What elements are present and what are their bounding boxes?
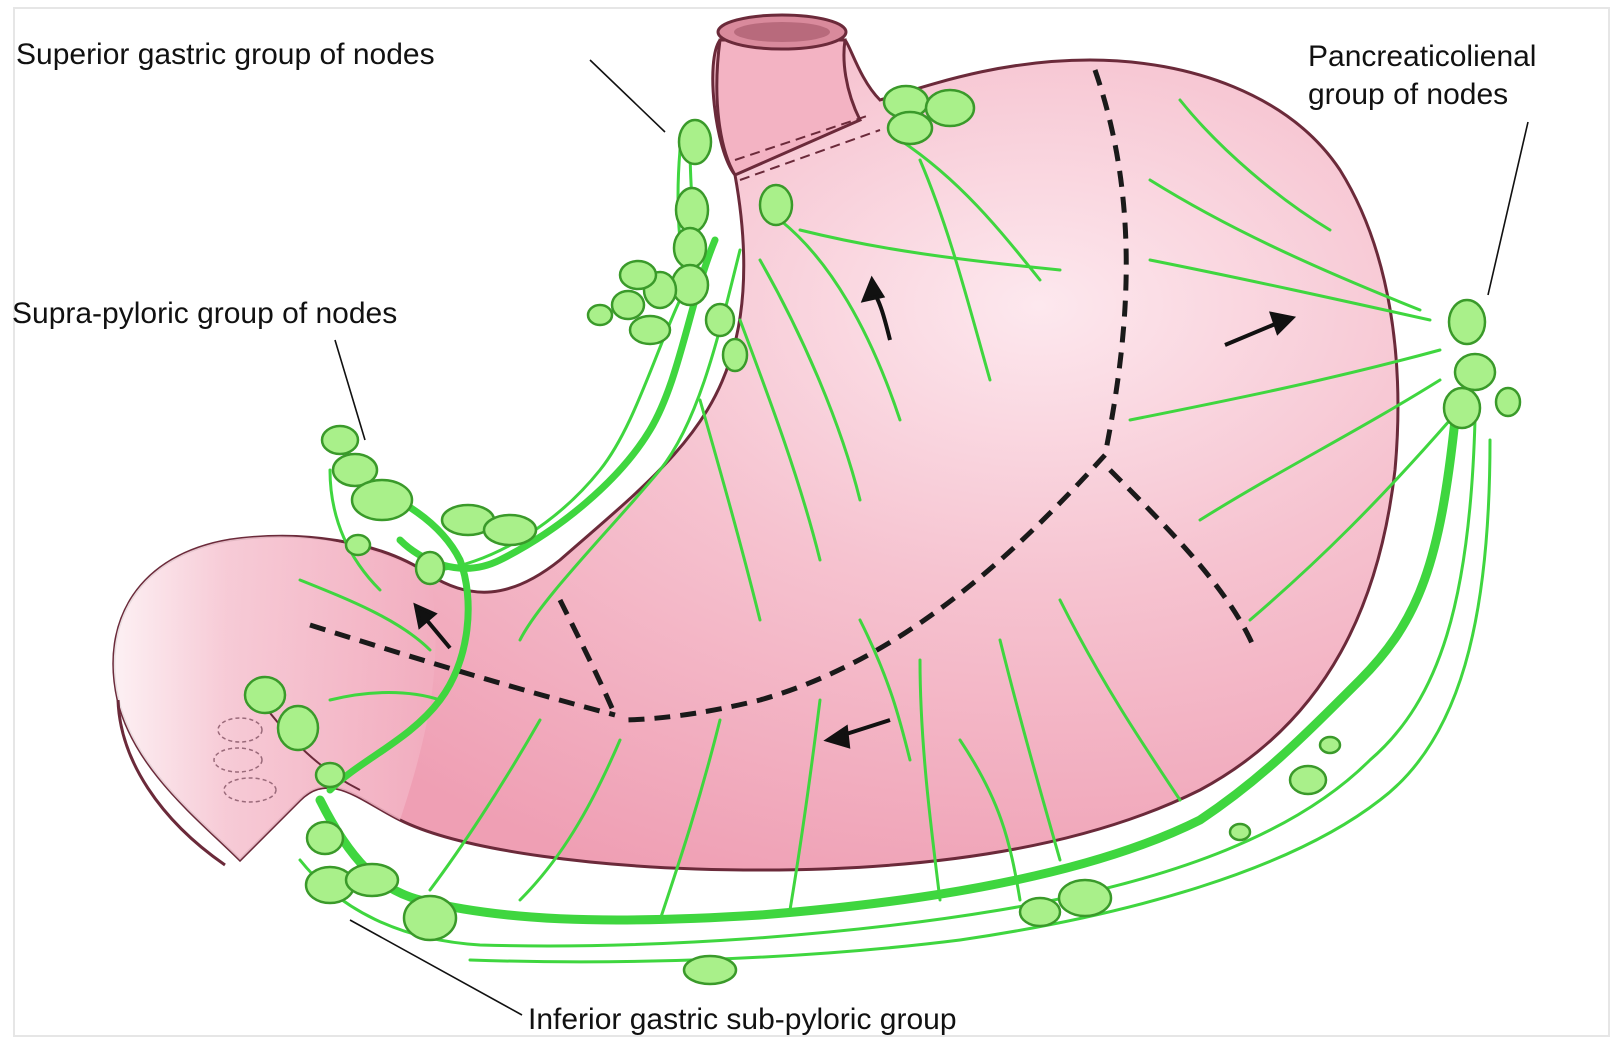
pancreatico-leader-line — [1488, 122, 1528, 295]
label-inferior-gastric: Inferior gastric sub-pyloric group — [528, 1003, 957, 1036]
superior-leader-line — [590, 60, 665, 132]
label-supra-pyloric: Supra-pyloric group of nodes — [12, 297, 397, 330]
label-pancreaticolienal-line1: Pancreaticolienal — [1308, 40, 1536, 73]
label-pancreaticolienal-line2: group of nodes — [1308, 78, 1508, 111]
label-superior-gastric: Superior gastric group of nodes — [16, 38, 435, 71]
esophagus-lumen — [734, 22, 830, 42]
